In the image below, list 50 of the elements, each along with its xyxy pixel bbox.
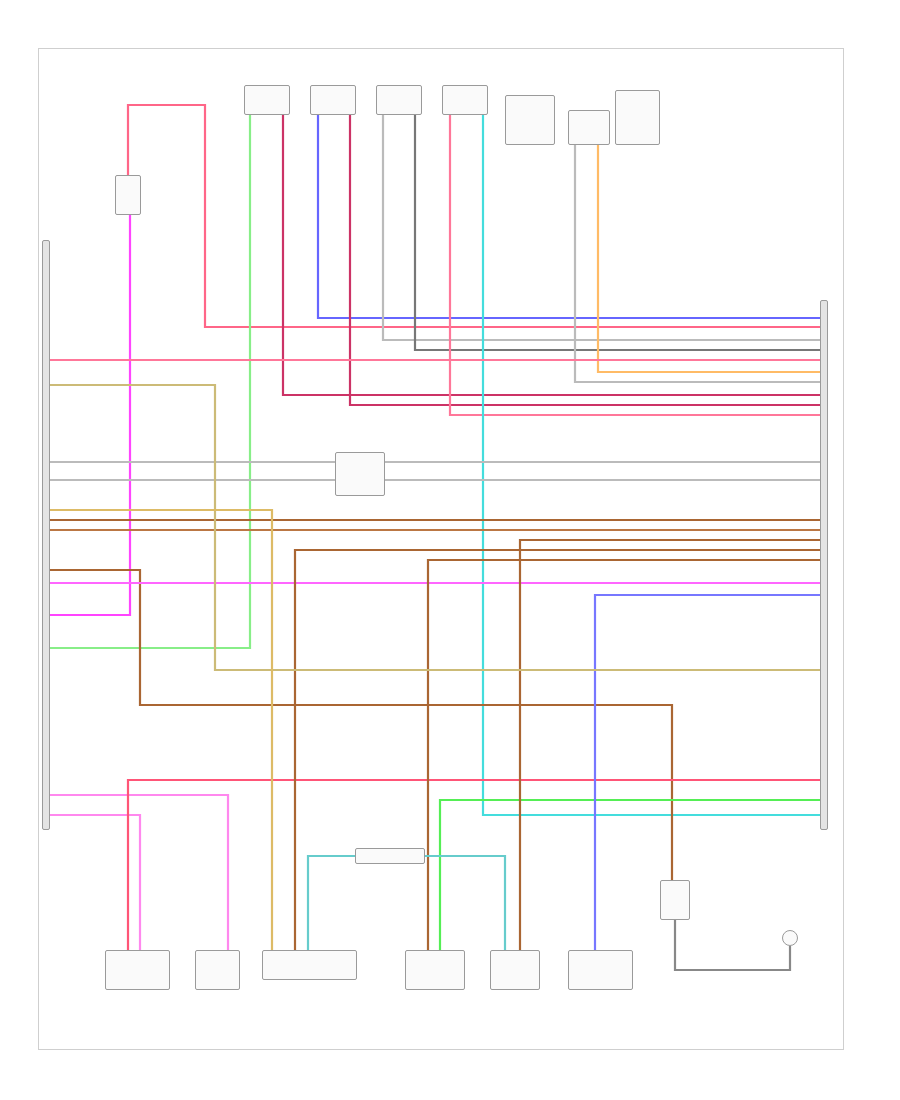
wire [438, 798, 820, 950]
wire [593, 593, 820, 950]
wire [481, 115, 820, 817]
wire [50, 581, 820, 585]
wire [673, 920, 792, 972]
wire [50, 793, 230, 950]
component-box [335, 452, 385, 496]
component-box [310, 85, 356, 115]
component-box [442, 85, 488, 115]
component-box [505, 95, 555, 145]
wire [126, 778, 820, 950]
component-box [195, 950, 240, 990]
component-box [405, 950, 465, 990]
component-box [490, 950, 540, 990]
wire [281, 115, 820, 397]
wire [50, 478, 335, 482]
wire [425, 854, 507, 950]
component-box [105, 950, 170, 990]
wire [50, 568, 674, 880]
wire [50, 460, 335, 464]
wire [50, 508, 274, 950]
wire [50, 528, 820, 532]
component-box [244, 85, 290, 115]
wire [50, 518, 820, 522]
component-box [615, 90, 660, 145]
component-box [660, 880, 690, 920]
wire [50, 813, 142, 950]
wire [50, 215, 132, 617]
component-box [376, 85, 422, 115]
connector-bar [820, 300, 828, 830]
component-box [568, 110, 610, 145]
component-box [568, 950, 633, 990]
wire [385, 478, 820, 482]
wire [126, 103, 820, 329]
wire [306, 854, 355, 950]
wire [50, 383, 820, 672]
wire [426, 558, 820, 950]
component-box [355, 848, 425, 864]
connector-bar [42, 240, 50, 830]
wire [348, 115, 820, 407]
wire [518, 538, 820, 950]
wire [50, 115, 252, 650]
component-box [262, 950, 357, 980]
wire [293, 548, 820, 950]
wire [316, 115, 820, 320]
wire [50, 358, 820, 362]
wire [385, 460, 820, 464]
ground-point [782, 930, 798, 946]
wire [448, 115, 820, 417]
component-box [115, 175, 141, 215]
